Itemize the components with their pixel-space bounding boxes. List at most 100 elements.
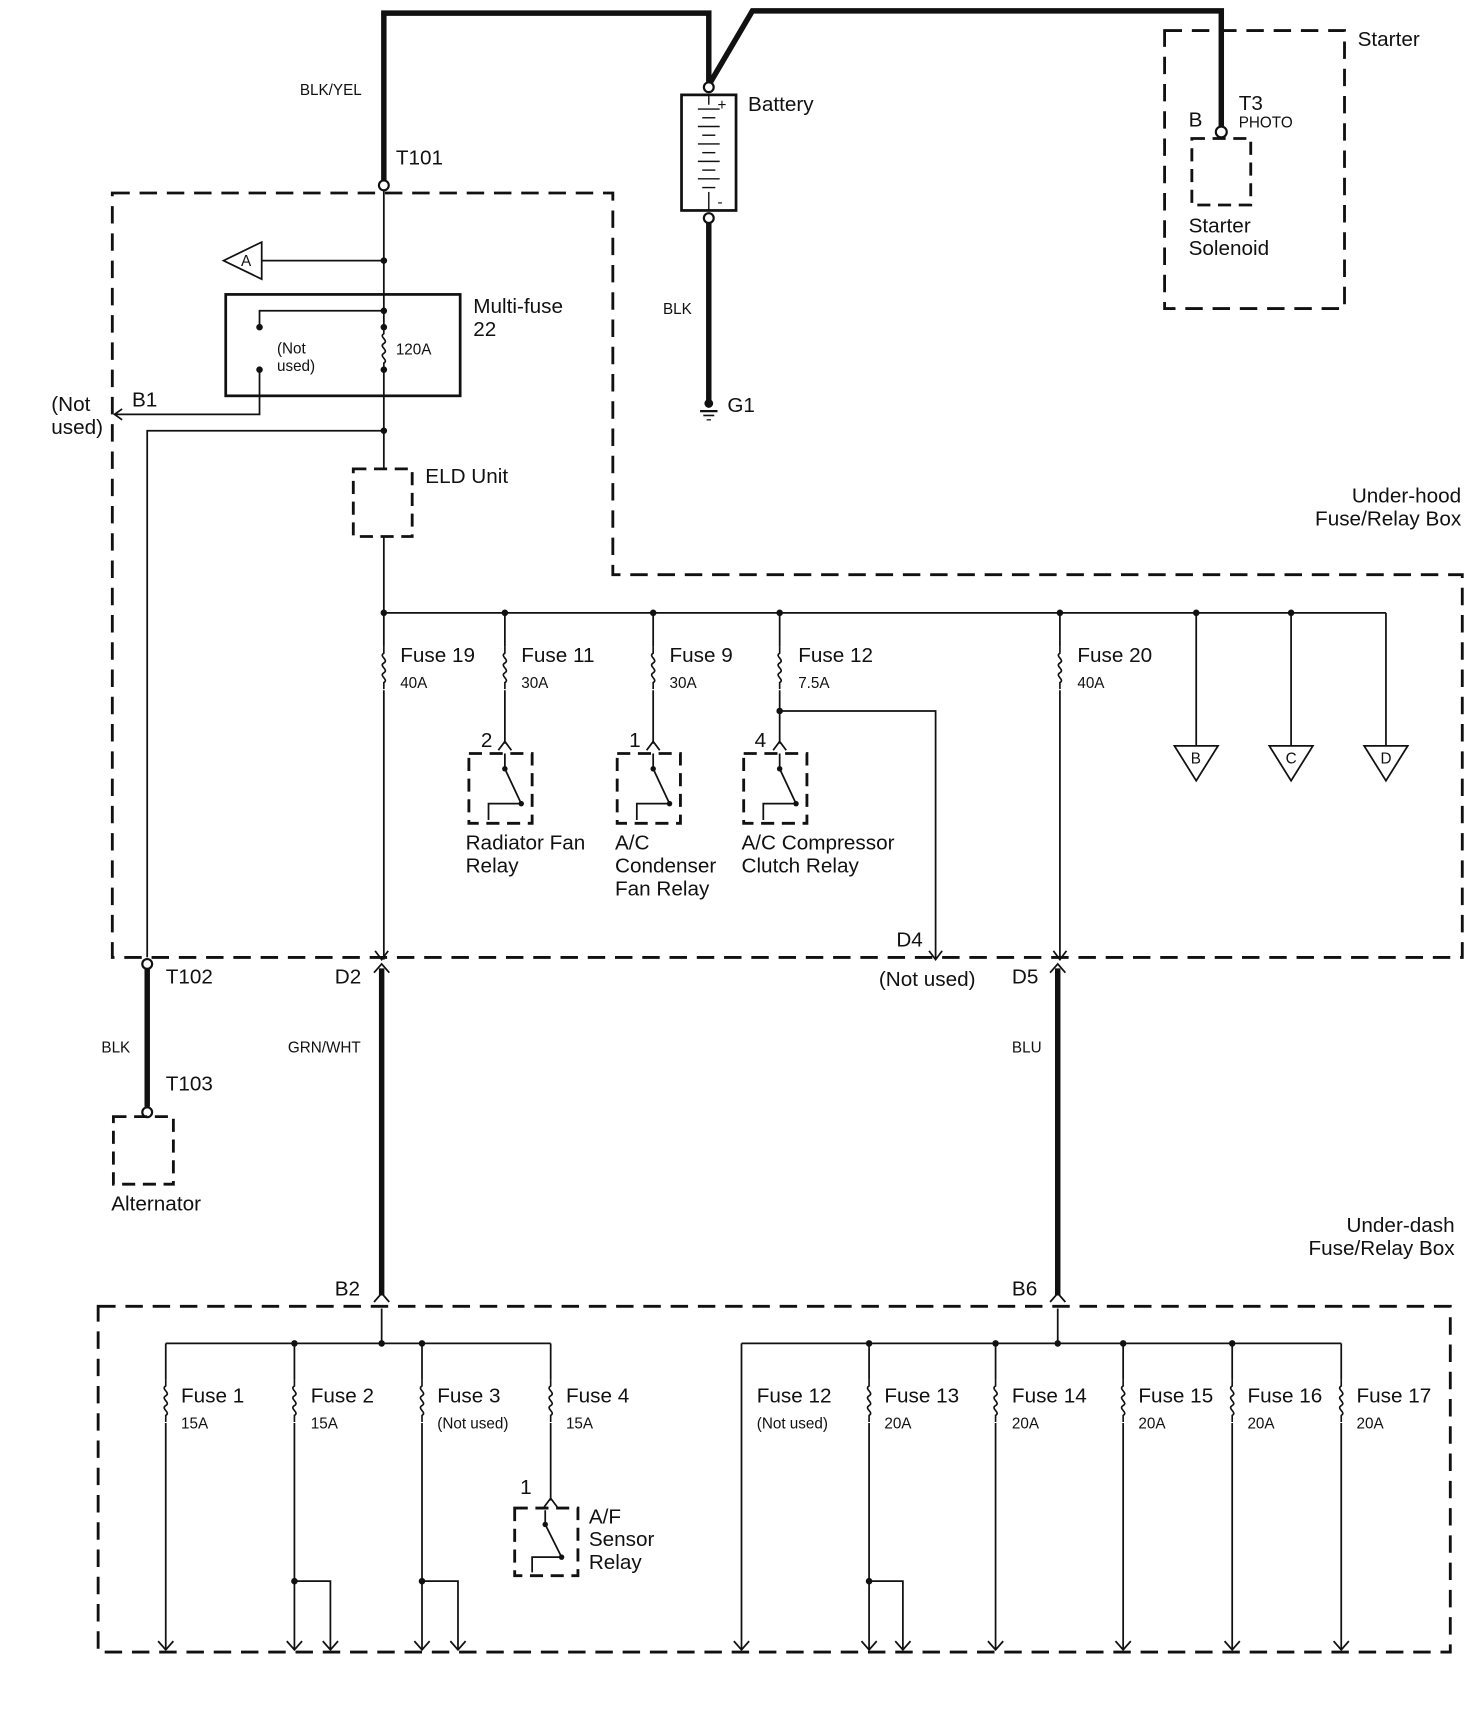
battery-label: Battery bbox=[748, 93, 814, 116]
underhood-label-1: Under-hood bbox=[1352, 485, 1461, 508]
fuse-rating: 7.5A bbox=[798, 675, 830, 692]
starter-label: Starter bbox=[1358, 28, 1420, 51]
fuse-rating: 20A bbox=[1012, 1415, 1040, 1432]
wire-color-blu: BLU bbox=[1012, 1039, 1042, 1056]
underhood-fuse-12: Fuse 12 7.5A bbox=[798, 644, 873, 692]
connector-d2: D2 bbox=[335, 966, 361, 989]
fuse-rating: 15A bbox=[311, 1415, 339, 1432]
fuse-name: Fuse 16 bbox=[1247, 1384, 1322, 1407]
wire-color-blk-yel: BLK/YEL bbox=[300, 82, 362, 99]
harness-wiring bbox=[141, 950, 1068, 1303]
multi-fuse-box bbox=[224, 293, 462, 398]
relay-label: Radiator Fan bbox=[466, 831, 586, 854]
relay-label: Fan Relay bbox=[615, 877, 710, 900]
relay-pin: 4 bbox=[755, 729, 767, 752]
fuse-name: Fuse 2 bbox=[311, 1384, 374, 1407]
wire-color-grn-wht: GRN/WHT bbox=[288, 1039, 361, 1056]
b1-not-used-1: (Not bbox=[51, 393, 90, 416]
multi-fuse-rating: 120A bbox=[396, 341, 432, 358]
multi-fuse-not-used-2: used) bbox=[277, 358, 315, 375]
connector-b-icon: B bbox=[1172, 744, 1220, 783]
terminal-t3: T3 bbox=[1239, 92, 1263, 115]
underhood-wiring bbox=[112, 190, 1387, 962]
fuse-rating: 40A bbox=[1077, 675, 1105, 692]
connector-d-icon: D bbox=[1362, 744, 1410, 783]
relay-radiator-fan: 2 Radiator Fan Relay bbox=[466, 729, 586, 877]
fuse-rating: 15A bbox=[566, 1415, 594, 1432]
eld-unit-label: ELD Unit bbox=[425, 465, 508, 488]
battery-cables bbox=[381, 8, 1225, 402]
connector-b6: B6 bbox=[1012, 1277, 1037, 1300]
fuse-name: Fuse 19 bbox=[400, 644, 475, 667]
terminal-t3-icon bbox=[1214, 125, 1228, 139]
starter-solenoid-label-1: Starter bbox=[1189, 214, 1251, 237]
wire-color-blk-ground: BLK bbox=[663, 301, 692, 318]
fuse-name: Fuse 11 bbox=[521, 644, 594, 667]
underhood-fuse-20: Fuse 20 40A bbox=[1077, 644, 1152, 692]
fuse-rating: (Not used) bbox=[437, 1415, 508, 1432]
fuse-rating: 30A bbox=[670, 675, 698, 692]
connector-a-icon bbox=[221, 240, 263, 281]
battery-plus: + bbox=[718, 97, 727, 114]
relay-ac-condenser-fan: 1 A/C Condenser Fan Relay bbox=[615, 729, 716, 900]
fuse-name: Fuse 20 bbox=[1077, 644, 1152, 667]
underhood-label-2: Fuse/Relay Box bbox=[1315, 508, 1462, 531]
underdash-label-2: Fuse/Relay Box bbox=[1309, 1237, 1456, 1260]
ground-label: G1 bbox=[727, 394, 755, 417]
connector-b2: B2 bbox=[335, 1277, 360, 1300]
fuse-name: Fuse 14 bbox=[1012, 1384, 1087, 1407]
underdash-label-1: Under-dash bbox=[1346, 1214, 1454, 1237]
connector-label: B bbox=[1191, 750, 1201, 767]
fuse-rating: 20A bbox=[1247, 1415, 1275, 1432]
underhood-fuse-relay-box bbox=[110, 191, 1464, 959]
relay-pin: 1 bbox=[520, 1476, 532, 1499]
battery-symbol bbox=[680, 81, 738, 225]
connector-label: D bbox=[1380, 750, 1391, 767]
relay-label: Condenser bbox=[615, 854, 716, 877]
fuse-icon bbox=[381, 326, 387, 371]
connector-b1: B1 bbox=[132, 389, 157, 412]
relay-label: Clutch Relay bbox=[742, 854, 860, 877]
b1-not-used-2: used) bbox=[51, 416, 103, 439]
connector-d4: D4 bbox=[896, 929, 922, 952]
starter-box bbox=[1163, 29, 1346, 311]
relay-label: A/C bbox=[615, 831, 650, 854]
fuse-name: Fuse 1 bbox=[181, 1384, 244, 1407]
multi-fuse-label-1: Multi-fuse bbox=[473, 295, 563, 318]
relay-pin: 1 bbox=[629, 729, 641, 752]
fuse-name: Fuse 17 bbox=[1357, 1384, 1432, 1407]
relay-af-sensor: 1 A/F Sensor Relay bbox=[513, 1476, 655, 1578]
fuse-rating: 20A bbox=[1357, 1415, 1385, 1432]
connector-label: C bbox=[1286, 750, 1297, 767]
fuse-rating: 30A bbox=[521, 675, 549, 692]
relay-label: Sensor bbox=[589, 1528, 655, 1551]
battery-minus: - bbox=[718, 194, 723, 211]
fuse-rating: 20A bbox=[1138, 1415, 1166, 1432]
relay-label: Relay bbox=[589, 1551, 643, 1574]
wire-color-blk-alternator: BLK bbox=[101, 1039, 130, 1056]
terminal-t101-icon bbox=[377, 179, 390, 192]
relay-ac-compressor-clutch: 4 A/C Compressor Clutch Relay bbox=[742, 729, 895, 877]
underdash-fuse-labels: Fuse 1 15A Fuse 2 15A Fuse 3 (Not used) … bbox=[181, 1384, 1431, 1432]
alternator-box bbox=[111, 1115, 175, 1186]
fuse-name: Fuse 12 bbox=[757, 1384, 832, 1407]
fuse-name: Fuse 4 bbox=[566, 1384, 629, 1407]
underdash-wiring bbox=[157, 1308, 1350, 1652]
fuse-rating: 40A bbox=[400, 675, 428, 692]
alternator-label: Alternator bbox=[111, 1192, 201, 1215]
terminal-t102: T102 bbox=[166, 966, 213, 989]
multi-fuse-label-2: 22 bbox=[473, 318, 496, 341]
fuse-name: Fuse 13 bbox=[884, 1384, 959, 1407]
terminal-t101: T101 bbox=[396, 147, 443, 170]
fuse-rating: (Not used) bbox=[757, 1415, 828, 1432]
terminal-t3-note: PHOTO bbox=[1239, 115, 1293, 132]
starter-pin-b: B bbox=[1189, 108, 1203, 131]
underhood-fuse-11: Fuse 11 30A bbox=[521, 644, 594, 692]
eld-unit-box bbox=[351, 467, 414, 538]
relay-label: A/C Compressor bbox=[742, 831, 895, 854]
fuse-name: Fuse 12 bbox=[798, 644, 873, 667]
relay-pin: 2 bbox=[481, 729, 493, 752]
relay-label: Relay bbox=[466, 854, 520, 877]
underhood-fuse-19: Fuse 19 40A bbox=[400, 644, 475, 692]
